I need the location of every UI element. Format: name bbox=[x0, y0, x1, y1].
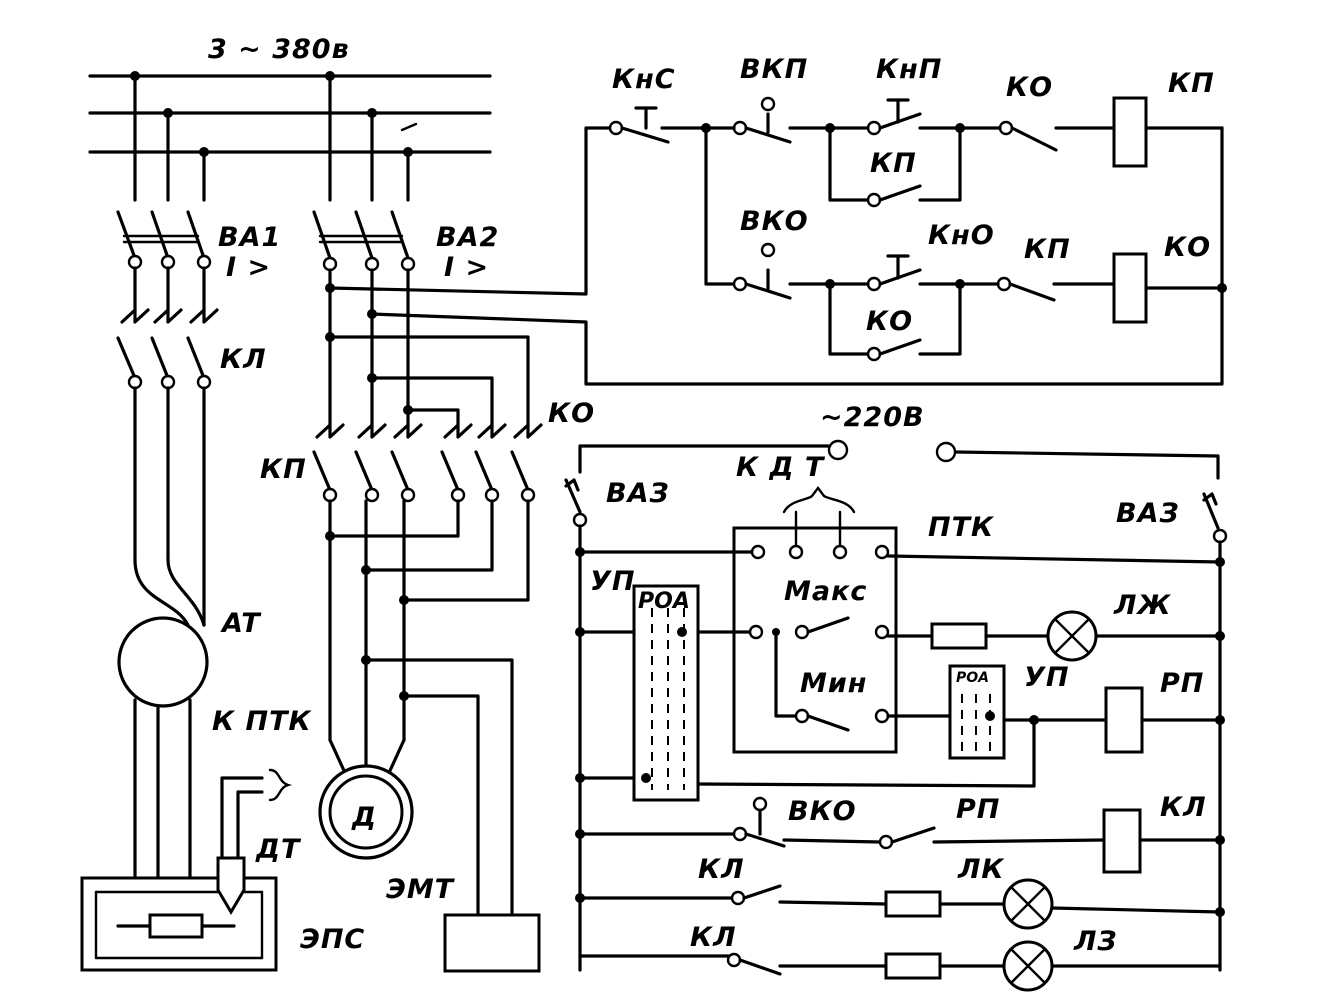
rp-coil-label: РП bbox=[1160, 668, 1204, 699]
lzh-label: ЛЖ bbox=[1113, 590, 1171, 621]
ko-coil-label: КО bbox=[1164, 232, 1211, 263]
at-label: AT bbox=[220, 608, 262, 639]
kp-main-label: КП bbox=[260, 454, 307, 485]
lk-label: ЛК bbox=[957, 854, 1005, 885]
ko-row1-label: КО bbox=[1006, 72, 1053, 103]
thermocouple-dt bbox=[216, 768, 293, 915]
roa-left-label: РОА bbox=[638, 589, 690, 614]
knp-label: КнП bbox=[876, 54, 942, 85]
vko-row2-label: ВКО bbox=[740, 206, 809, 237]
kp-ko-contacts bbox=[312, 450, 536, 503]
rp-row-label: РП bbox=[956, 794, 1000, 825]
control-220v bbox=[564, 439, 1228, 992]
va1-breaker bbox=[116, 74, 219, 324]
va2-label: BA2 bbox=[436, 222, 499, 253]
kno-label: КнО bbox=[928, 220, 995, 251]
kp-hold-label: КП bbox=[870, 148, 917, 179]
motor-label: Д bbox=[351, 802, 377, 833]
maks-label: Макс bbox=[784, 576, 867, 607]
kp-coil-label: КП bbox=[1168, 68, 1215, 99]
kl-row2-label: КЛ bbox=[690, 922, 737, 953]
three-phase-bus bbox=[88, 71, 492, 157]
kns-label: КнС bbox=[612, 64, 676, 95]
kl-coil-label: КЛ bbox=[1160, 792, 1207, 823]
motor-d bbox=[318, 764, 414, 860]
va1-label: BA1 bbox=[218, 222, 281, 253]
roa-right-label: РОА bbox=[956, 670, 989, 686]
contact-arrows bbox=[315, 423, 543, 439]
min-label: Мин bbox=[800, 668, 867, 699]
kl-main-label: КЛ bbox=[220, 344, 267, 375]
va3-right-label: ВАЗ bbox=[1116, 498, 1180, 529]
kdt-label: К Д Т bbox=[736, 452, 826, 483]
va3-left-label: ВАЗ bbox=[606, 478, 670, 509]
va2-overcurrent-label: I > bbox=[444, 252, 489, 283]
kp-row2-label: КП bbox=[1024, 234, 1071, 265]
autotransformer bbox=[117, 558, 209, 880]
eps-label: ЭПС bbox=[300, 924, 365, 955]
vkp-label: ВКП bbox=[740, 54, 808, 85]
ko-hold-label: КО bbox=[866, 306, 913, 337]
va1-overcurrent-label: I > bbox=[226, 252, 271, 283]
va2-breaker bbox=[312, 74, 418, 427]
kl-main-contacts bbox=[116, 336, 212, 627]
supply-380-label: 3 ~ 380в bbox=[208, 34, 350, 65]
lz-label: ЛЗ bbox=[1073, 926, 1118, 957]
up-right-label: УП bbox=[1024, 662, 1069, 693]
supply-220-label: ~220В bbox=[820, 402, 925, 433]
ptk-label: ПТК bbox=[928, 512, 995, 543]
dt-label: ДТ bbox=[255, 834, 302, 865]
up-left-label: УП bbox=[590, 566, 635, 597]
furnace-eps bbox=[80, 876, 278, 972]
ko-cross-taps bbox=[325, 283, 530, 427]
emt-label: ЭМТ bbox=[386, 874, 456, 905]
kl-row1-label: КЛ bbox=[698, 854, 745, 885]
vko-row-label: ВКО bbox=[788, 796, 857, 827]
ko-main-label: КО bbox=[548, 398, 595, 429]
k-ptk-label: К ПТК bbox=[212, 706, 312, 737]
motor-leads bbox=[325, 499, 530, 917]
control-circuit bbox=[328, 96, 1227, 386]
brake-emt bbox=[443, 913, 541, 973]
